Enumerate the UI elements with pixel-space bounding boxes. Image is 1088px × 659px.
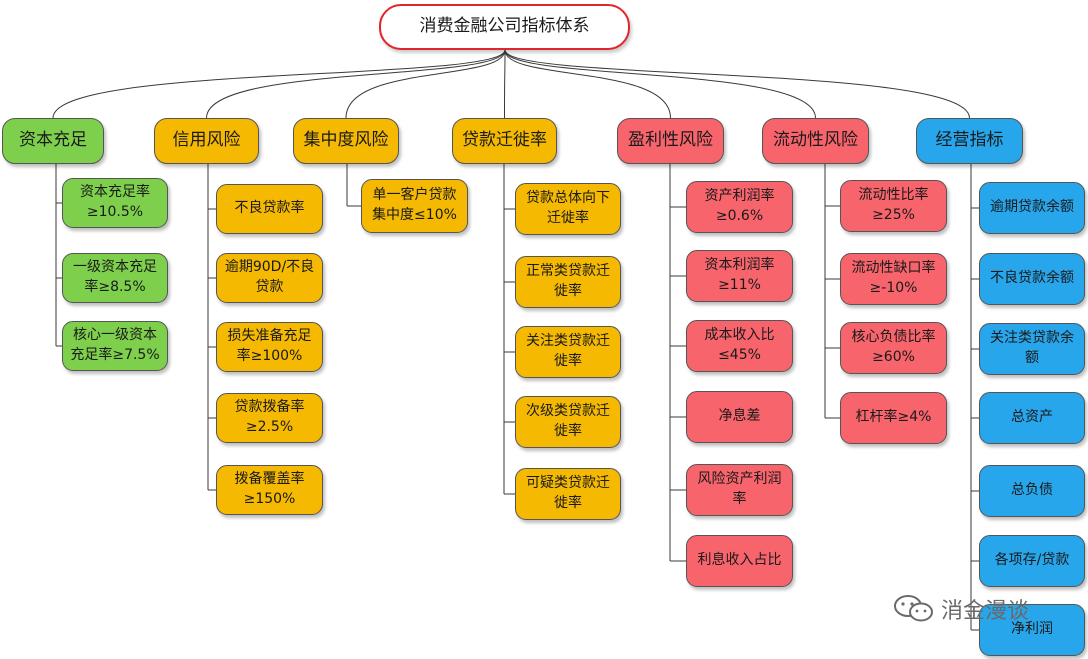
- indicator-2-1: 不良贷款率: [216, 184, 323, 234]
- wechat-icon: [894, 595, 933, 622]
- indicator-5-6: 利息收入占比: [686, 535, 793, 587]
- indicator-5-4: 净息差: [686, 391, 793, 443]
- connector-root-to-category-7: [504, 49, 970, 119]
- indicator-7-4: 总资产: [979, 392, 1085, 444]
- indicator-7-3: 关注类贷款余 额: [979, 323, 1085, 375]
- indicator-1-1: 资本充足率 ≥10.5%: [62, 178, 168, 228]
- indicator-5-2: 资本利润率 ≥11%: [686, 250, 793, 302]
- indicator-2-2: 逾期90D/不良 贷款: [216, 253, 323, 303]
- indicator-5-1: 资产利润率 ≥0.6%: [686, 181, 793, 233]
- indicator-4-3: 关注类贷款迁 徙率: [515, 326, 621, 378]
- indicator-4-5: 可疑类贷款迁 徙率: [515, 468, 621, 520]
- indicator-5-3: 成本收入比 ≤45%: [686, 320, 793, 372]
- category-7: 经营指标: [916, 118, 1023, 164]
- indicator-4-4: 次级类贷款迁 徙率: [515, 396, 621, 448]
- indicator-4-2: 正常类贷款迁 徙率: [515, 256, 621, 308]
- indicator-6-4: 杠杆率≥4%: [840, 392, 947, 444]
- category-1: 资本充足: [2, 118, 104, 164]
- indicator-4-1: 贷款总体向下 迁徙率: [515, 183, 621, 235]
- category-4: 贷款迁徙率: [452, 118, 557, 164]
- indicator-5-5: 风险资产利润 率: [686, 464, 793, 516]
- indicator-2-4: 贷款拨备率 ≥2.5%: [216, 393, 323, 443]
- root-node: 消费金融公司指标体系: [379, 4, 630, 50]
- watermark-text: 消金漫谈: [941, 599, 1030, 624]
- category-3: 集中度风险: [293, 118, 399, 164]
- connector-root-to-category-4: [504, 49, 506, 119]
- connector-root-to-category-6: [504, 49, 816, 119]
- indicator-7-7: 净利润: [979, 604, 1085, 656]
- indicator-2-5: 拨备覆盖率 ≥150%: [216, 465, 323, 515]
- indicator-7-5: 总负债: [979, 465, 1085, 517]
- indicator-6-2: 流动性缺口率 ≥-10%: [840, 253, 947, 305]
- indicator-6-1: 流动性比率 ≥25%: [840, 180, 947, 232]
- category-2: 信用风险: [154, 118, 259, 164]
- category-6: 流动性风险: [762, 118, 869, 164]
- watermark: 消金漫谈: [893, 592, 1029, 626]
- indicator-3-1: 单一客户贷款 集中度≤10%: [361, 179, 468, 233]
- connector-root-to-category-1: [52, 49, 506, 119]
- category-5: 盈利性风险: [617, 118, 724, 164]
- indicator-7-2: 不良贷款余额: [979, 253, 1085, 305]
- indicator-7-1: 逾期贷款余额: [979, 182, 1085, 234]
- connector-root-to-category-3: [345, 49, 506, 119]
- indicator-1-2: 一级资本充足 率≥8.5%: [62, 253, 168, 303]
- indicator-2-3: 损失准备充足 率≥100%: [216, 322, 323, 372]
- indicator-6-3: 核心负债比率 ≥60%: [840, 322, 947, 374]
- indicator-1-3: 核心一级资本 充足率≥7.5%: [62, 321, 168, 371]
- connector-root-to-category-5: [504, 49, 671, 119]
- connector-root-to-category-2: [206, 49, 506, 119]
- indicator-7-6: 各项存/贷款: [979, 535, 1085, 587]
